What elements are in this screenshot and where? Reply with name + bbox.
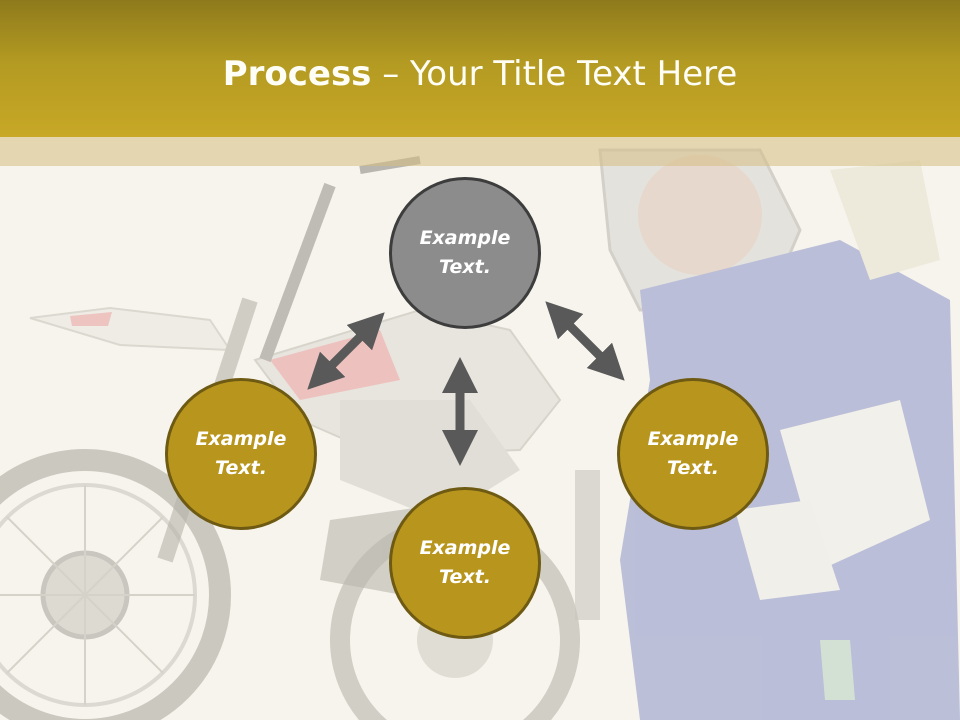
rear-wheel [0, 449, 231, 720]
arrow-top-left [307, 312, 385, 390]
rider [598, 148, 960, 720]
process-node-top-label: Example Text. [419, 227, 511, 278]
process-node-top[interactable]: Example Text. [389, 177, 541, 329]
process-node-right-label: Example Text. [647, 428, 739, 479]
arrow-top-right [545, 301, 625, 381]
title-bar [0, 0, 960, 137]
slide-title-bold: Process [222, 54, 372, 94]
process-node-left-label: Example Text. [195, 428, 287, 479]
process-node-left[interactable]: Example Text. [165, 378, 317, 530]
process-node-bottom-label: Example Text. [419, 537, 511, 588]
slide-title: Process – Your Title Text Here [0, 52, 960, 96]
process-node-bottom[interactable]: Example Text. [389, 487, 541, 639]
slide-title-rest: – Your Title Text Here [371, 54, 738, 94]
process-node-right[interactable]: Example Text. [617, 378, 769, 530]
title-bar-strip [0, 137, 960, 166]
